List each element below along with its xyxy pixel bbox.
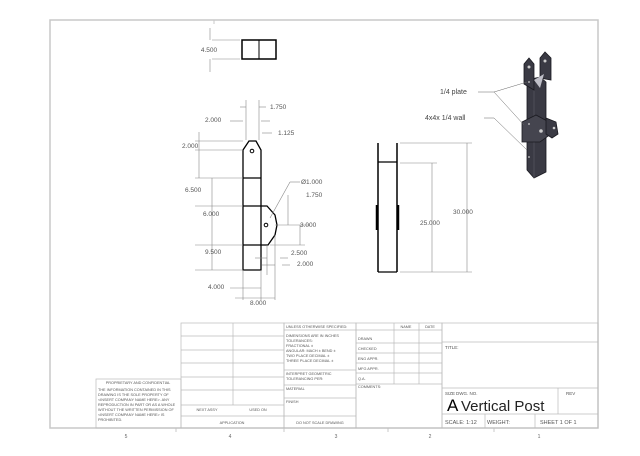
dim-label: Ø1.000	[301, 179, 323, 186]
role-qa: Q.A.	[358, 377, 366, 381]
zone-label: 5	[125, 434, 128, 440]
proprietary-line: <INSERT COMPANY NAME HERE>. ANY	[98, 398, 170, 402]
dim-label: 30.000	[453, 209, 473, 216]
zone-label: 2	[429, 434, 432, 440]
title-block	[95, 322, 599, 429]
do-not-scale: DO NOT SCALE DRAWING	[296, 421, 344, 425]
zone-label: 1	[538, 434, 541, 440]
next-assy-label: NEXT ASSY	[196, 408, 218, 412]
title-block-text: UNLESS OTHERWISE SPECIFIED: DIMENSIONS A…	[98, 325, 577, 426]
role-mfg-appr: MFG APPR.	[358, 367, 379, 371]
tolerance-header: UNLESS OTHERWISE SPECIFIED:	[286, 325, 347, 329]
front-view: 1.750 2.000 1.125 2.000 6.500 Ø1.000 1.7…	[182, 100, 323, 307]
tolerance-line: ANGULAR: MACH ± BEND ±	[286, 349, 336, 353]
dwg-no-label: DWG. NO.	[456, 391, 478, 396]
dim-label: 9.500	[205, 249, 222, 256]
drawing-size: A	[447, 396, 459, 415]
proprietary-line: PROHIBITED.	[98, 418, 122, 422]
zone-label: 4	[229, 434, 232, 440]
dim-label: 2.500	[291, 250, 308, 257]
tolerance-line: TOLERANCES:	[286, 339, 313, 343]
tolerance-line: THREE PLACE DECIMAL ±	[286, 359, 333, 363]
size-label: SIZE	[445, 391, 455, 396]
dim-label: 4.500	[201, 47, 218, 54]
dim-label: 4.000	[208, 284, 225, 291]
finish-label: FINISH	[286, 400, 299, 404]
proprietary-line: REPRODUCTION IN PART OR AS A WHOLE	[98, 403, 176, 407]
front-dimensions: 1.750 2.000 1.125 2.000 6.500 Ø1.000 1.7…	[182, 104, 323, 307]
sheet-label: SHEET 1 OF 1	[540, 420, 577, 426]
dim-label: 6.500	[185, 187, 202, 194]
application-label: APPLICATION	[220, 421, 245, 425]
callout-tube: 4x4x 1/4 wall	[425, 115, 466, 122]
rev-label: REV	[566, 391, 575, 396]
comments-label: COMMENTS:	[358, 385, 381, 389]
side-view: 25.000 30.000	[375, 142, 473, 273]
weight-label: WEIGHT:	[487, 420, 510, 426]
proprietary-header: PROPRIETARY AND CONFIDENTIAL	[106, 381, 171, 385]
proprietary-line: THE INFORMATION CONTAINED IN THIS	[98, 388, 171, 392]
interpret-line: TOLERANCING PER:	[286, 377, 323, 381]
dim-label: 8.000	[250, 300, 267, 307]
material-label: MATERIAL	[286, 387, 305, 391]
dimension-4500	[209, 28, 240, 72]
dim-label: 25.000	[420, 220, 440, 227]
zone-labels: 5 4 3 2 1	[125, 434, 541, 440]
used-on-label: USED ON	[249, 408, 267, 412]
proprietary-line: DRAWING IS THE SOLE PROPERTY OF	[98, 393, 169, 397]
proprietary-line: <INSERT COMPANY NAME HERE> IS	[98, 413, 165, 417]
drawing-title: Vertical Post	[461, 398, 545, 415]
dim-label: 6.000	[203, 211, 220, 218]
proprietary-line: WITHOUT THE WRITTEN PERMISSION OF	[98, 408, 174, 412]
interpret-line: INTERPRET GEOMETRIC	[286, 372, 332, 376]
dim-label: 3.000	[300, 222, 317, 229]
dim-label: 2.000	[205, 117, 222, 124]
dim-label: 2.000	[297, 261, 314, 268]
name-column: NAME	[401, 325, 412, 329]
role-drawn: DRAWN	[358, 337, 372, 341]
dim-label: 1.750	[270, 104, 287, 111]
tolerance-line: FRACTIONAL ±	[286, 344, 313, 348]
tolerance-line: TWO PLACE DECIMAL ±	[286, 354, 329, 358]
isometric-view: 1/4 plate 4x4x 1/4 wall	[425, 51, 559, 179]
top-view: 4.500	[201, 28, 277, 72]
title-label: TITLE:	[445, 345, 459, 350]
zone-label: 3	[335, 434, 338, 440]
date-column: DATE	[425, 325, 435, 329]
role-checked: CHECKED	[358, 347, 377, 351]
dim-label: 1.750	[306, 192, 323, 199]
dim-label: 2.000	[182, 143, 199, 150]
tolerance-line: DIMENSIONS ARE IN INCHES	[286, 334, 339, 338]
scale-label: SCALE: 1:12	[445, 420, 477, 426]
role-eng-appr: ENG APPR.	[358, 357, 378, 361]
dim-label: 1.125	[278, 130, 295, 137]
callout-plate: 1/4 plate	[440, 89, 467, 96]
